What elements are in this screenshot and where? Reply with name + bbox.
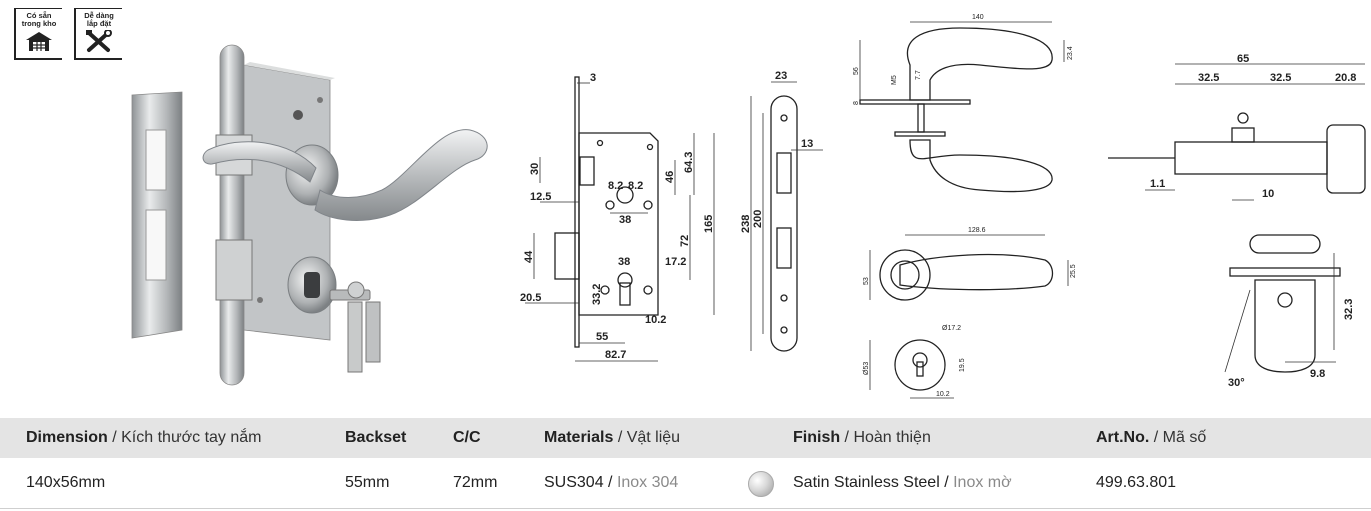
badge-line: Có sẵn — [26, 11, 52, 20]
header-artno: Art.No. / Mã số — [1096, 429, 1206, 447]
cell-backset: 55mm — [345, 474, 390, 491]
faceplate-drawing: 23 13 238 200 — [740, 70, 823, 352]
dim-label: 238 — [740, 215, 752, 233]
dim-label: 25.5 — [1070, 264, 1077, 278]
dim-label: 140 — [972, 14, 984, 21]
dim-label: M5 — [891, 75, 898, 85]
dim-label: 12.5 — [530, 191, 551, 203]
cell-cc: 72mm — [453, 474, 498, 491]
tools-icon — [86, 30, 112, 52]
dim-label: 20.5 — [520, 292, 541, 304]
table-header: Dimension / Kích thước tay nắm Backset C… — [0, 418, 1371, 458]
dim-label: Ø17.2 — [942, 325, 961, 332]
dim-label: 56 — [853, 67, 860, 75]
material-alt: Inox 304 — [616, 474, 679, 491]
dim-label: 30 — [529, 163, 541, 175]
easy-install-badge: Dễ dàng lắp đặt — [74, 8, 122, 60]
dim-label: 20.8 — [1335, 72, 1356, 84]
lock-body-drawing: 3 30 12.5 8.2 8.2 46 64.3 38 165 72 44 3… — [520, 72, 715, 362]
header-light: / Kích thước tay nắm — [107, 429, 262, 446]
dim-label: 8.2 — [628, 180, 643, 192]
dim-label: 32.3 — [1343, 299, 1355, 320]
cell-artno: 499.63.801 — [1096, 474, 1177, 491]
dim-label: 13 — [801, 138, 813, 150]
dim-label: 7.7 — [915, 70, 922, 80]
dim-label: 38 — [619, 214, 631, 226]
badge-line: Dễ dàng — [84, 11, 114, 20]
spec-table: Dimension / Kích thước tay nắm Backset C… — [0, 418, 1371, 509]
dim-label: 32.5 — [1270, 72, 1291, 84]
dim-label: 1.1 — [1150, 178, 1165, 190]
dim-label: 19.5 — [959, 358, 966, 372]
feature-badges: Có sẵn trong kho Dễ dàng lắp đặt — [14, 8, 122, 60]
separator: / — [603, 474, 617, 491]
dim-label: 23.4 — [1067, 46, 1074, 60]
handle-drawing: 140 23.4 56 M5 7.7 8 128.6 25.5 53 Ø17.2… — [853, 14, 1077, 399]
dim-label: 64.3 — [683, 152, 695, 173]
header-dimension: Dimension / Kích thước tay nắm — [26, 429, 262, 447]
finish-swatch — [748, 471, 774, 497]
header-light: / Mã số — [1149, 429, 1207, 446]
dim-label: 82.7 — [605, 349, 626, 361]
header-backset: Backset — [345, 429, 407, 446]
header-finish: Finish / Hoàn thiện — [793, 429, 931, 447]
dim-label: 55 — [596, 331, 608, 343]
dim-label: Ø53 — [863, 362, 870, 375]
dim-label: 9.8 — [1310, 368, 1325, 380]
cell-dimension: 140x56mm — [26, 474, 106, 491]
table-row: 140x56mm 55mm 72mm SUS304 / Inox 304 Sat… — [0, 458, 1371, 509]
finish-alt: Inox mờ — [953, 474, 1012, 491]
warehouse-icon — [26, 32, 52, 51]
separator: / — [939, 474, 954, 491]
header-cc: C/C — [453, 429, 481, 446]
dim-label: 46 — [664, 171, 676, 183]
header-light: / Hoàn thiện — [840, 429, 931, 446]
header-bold: Dimension — [26, 429, 108, 446]
header-bold: Finish — [793, 429, 841, 446]
dim-label: 38 — [618, 256, 630, 268]
badge-line: lắp đặt — [86, 19, 112, 28]
material-main: SUS304 — [544, 474, 604, 491]
header-materials: Materials / Vật liệu — [544, 429, 680, 447]
dim-label: 10.2 — [645, 314, 666, 326]
finish-main: Satin Stainless Steel — [793, 474, 940, 491]
dim-label: 53 — [863, 277, 870, 285]
dim-label: 10 — [1262, 188, 1274, 200]
dim-label: 23 — [775, 70, 787, 82]
cell-finish: Satin Stainless Steel / Inox mờ — [793, 474, 1012, 492]
dim-label: 3 — [590, 72, 596, 84]
dim-label: 32.5 — [1198, 72, 1219, 84]
header-light: / Vật liệu — [613, 429, 681, 446]
header-bold: Art.No. — [1096, 429, 1150, 446]
cell-material: SUS304 / Inox 304 — [544, 474, 678, 492]
dim-label: 17.2 — [665, 256, 686, 268]
dim-label: 200 — [752, 210, 764, 228]
dim-label: 8 — [853, 101, 860, 105]
in-stock-badge: Có sẵn trong kho — [14, 8, 62, 60]
dim-label: 30° — [1228, 377, 1245, 389]
dim-label: 65 — [1237, 53, 1249, 65]
dim-label: 44 — [523, 250, 535, 263]
dim-label: 8.2 — [608, 180, 623, 192]
dim-label: 10.2 — [936, 391, 950, 398]
header-bold: Materials — [544, 429, 614, 446]
dim-label: 128.6 — [968, 227, 986, 234]
product-photo — [131, 44, 488, 386]
dim-label: 165 — [703, 215, 715, 233]
dim-label: 72 — [679, 235, 691, 247]
dim-label: 33.2 — [591, 284, 603, 305]
cylinder-drawing: 65 32.5 32.5 20.8 1.1 10 32.3 30° 9.8 — [1108, 53, 1366, 389]
badge-line: trong kho — [21, 19, 57, 28]
